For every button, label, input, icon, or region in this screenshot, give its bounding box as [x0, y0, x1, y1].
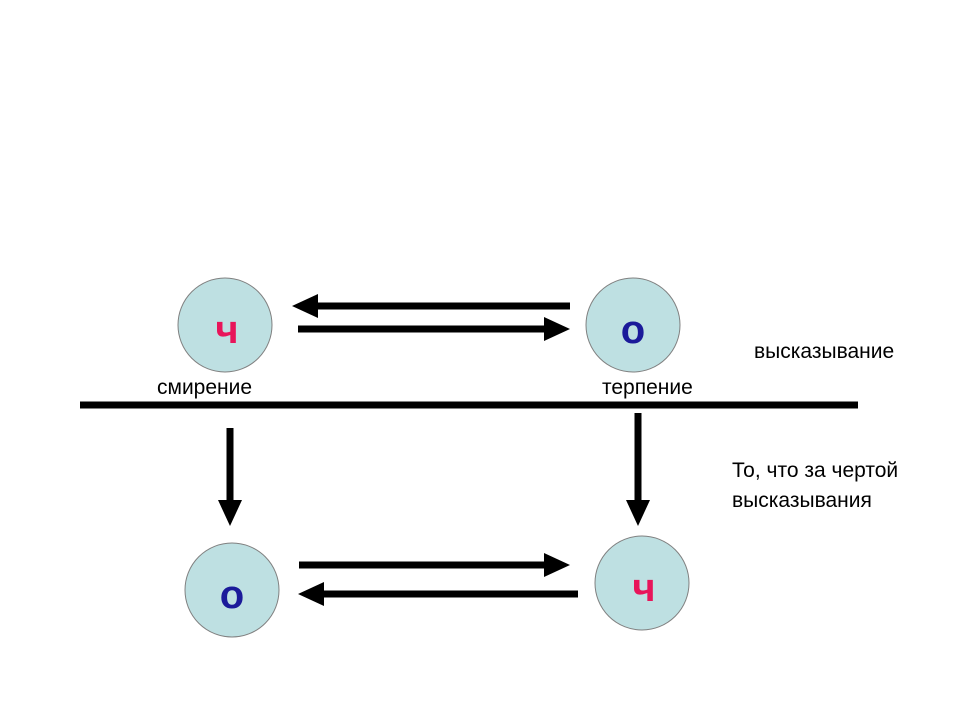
- node-letter: о: [220, 573, 244, 617]
- label-beyond-line-1: То, что за чертой: [732, 459, 898, 482]
- arrow-bottom-rightward: [299, 553, 570, 577]
- node-circle: [594, 535, 690, 631]
- arrow-top-leftward: [292, 294, 570, 318]
- arrow-down-left: [218, 428, 242, 526]
- node-bottom-right: ч: [594, 535, 690, 631]
- label-beyond-line-2: высказывания: [732, 489, 872, 512]
- label-utterance: высказывание: [754, 340, 894, 363]
- arrow-top-rightward: [298, 317, 570, 341]
- caption-smirenie: смирение: [157, 376, 252, 399]
- node-top-left: ч: [177, 277, 273, 373]
- node-circle: [585, 277, 681, 373]
- node-circle: [184, 542, 280, 638]
- node-letter: о: [621, 308, 645, 352]
- node-circle: [177, 277, 273, 373]
- arrow-down-right: [626, 413, 650, 526]
- node-letter: ч: [215, 308, 238, 352]
- node-top-right: о: [585, 277, 681, 373]
- arrow-bottom-leftward: [298, 582, 578, 606]
- caption-terpenie: терпение: [602, 376, 693, 399]
- node-letter: ч: [632, 566, 655, 610]
- node-bottom-left: о: [184, 542, 280, 638]
